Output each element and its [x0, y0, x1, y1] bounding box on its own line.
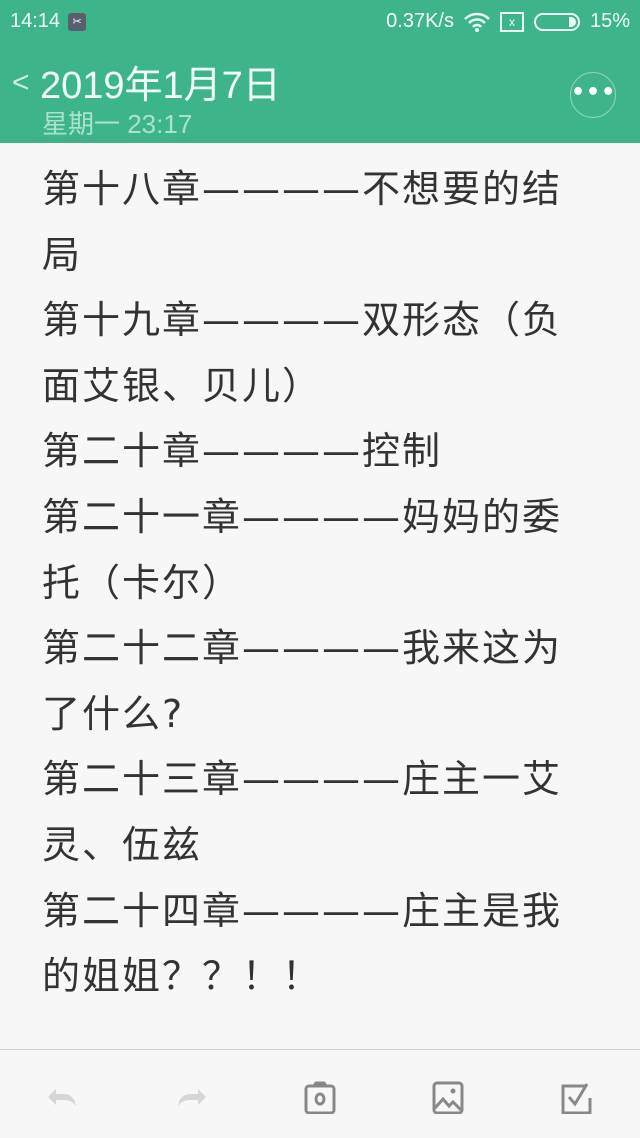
camera-icon[interactable] [303, 1080, 337, 1114]
note-line: 了什么? [42, 691, 185, 736]
note-line: 第二十三章————庄主一艾 [42, 757, 563, 802]
checklist-icon[interactable] [559, 1080, 593, 1114]
note-weekday-time: 星期一 23:17 [42, 109, 193, 139]
back-icon[interactable]: < [12, 66, 30, 99]
image-icon[interactable] [431, 1080, 465, 1114]
note-line: 第二十一章————妈妈的委 [42, 494, 563, 539]
battery-icon [533, 12, 580, 31]
note-line: 的姐姐？？！！ [42, 954, 323, 999]
note-line: 托（卡尔） [42, 560, 243, 605]
note-line: 第十八章————不想要的结 [42, 167, 563, 211]
note-line: 第二十章————控制 [42, 429, 443, 474]
redo-icon[interactable] [174, 1080, 208, 1114]
more-options-button[interactable]: ••• [570, 72, 616, 118]
note-line: 第二十四章————庄主是我 [42, 888, 563, 933]
header: 14:14 ✂ 0.37K/s x 15% < 2019年1月7日 星期一 23:… [0, 0, 640, 143]
note-line: 灵、伍兹 [42, 822, 203, 867]
status-bar: 14:14 ✂ 0.37K/s x 15% [10, 8, 630, 38]
undo-icon[interactable] [46, 1080, 80, 1114]
scissors-icon: ✂ [68, 12, 87, 31]
network-speed: 0.37K/s [386, 10, 454, 32]
battery-percent: 15% [589, 10, 630, 32]
sim-icon: x [499, 11, 524, 32]
bottom-toolbar [0, 1049, 640, 1138]
note-content[interactable]: 第十八章————不想要的结局第十九章————双形态（负面艾银、贝儿） 第二十章——… [42, 157, 622, 1010]
note-line: 局 [42, 232, 83, 277]
note-line: 第二十二章————我来这为 [42, 626, 563, 671]
note-line: 面艾银、贝儿） [42, 363, 323, 408]
note-date-title: 2019年1月7日 [40, 65, 281, 107]
clock: 14:14 [10, 10, 61, 32]
wifi-icon [464, 12, 490, 32]
note-line: 第十九章————双形态（负 [42, 298, 563, 343]
